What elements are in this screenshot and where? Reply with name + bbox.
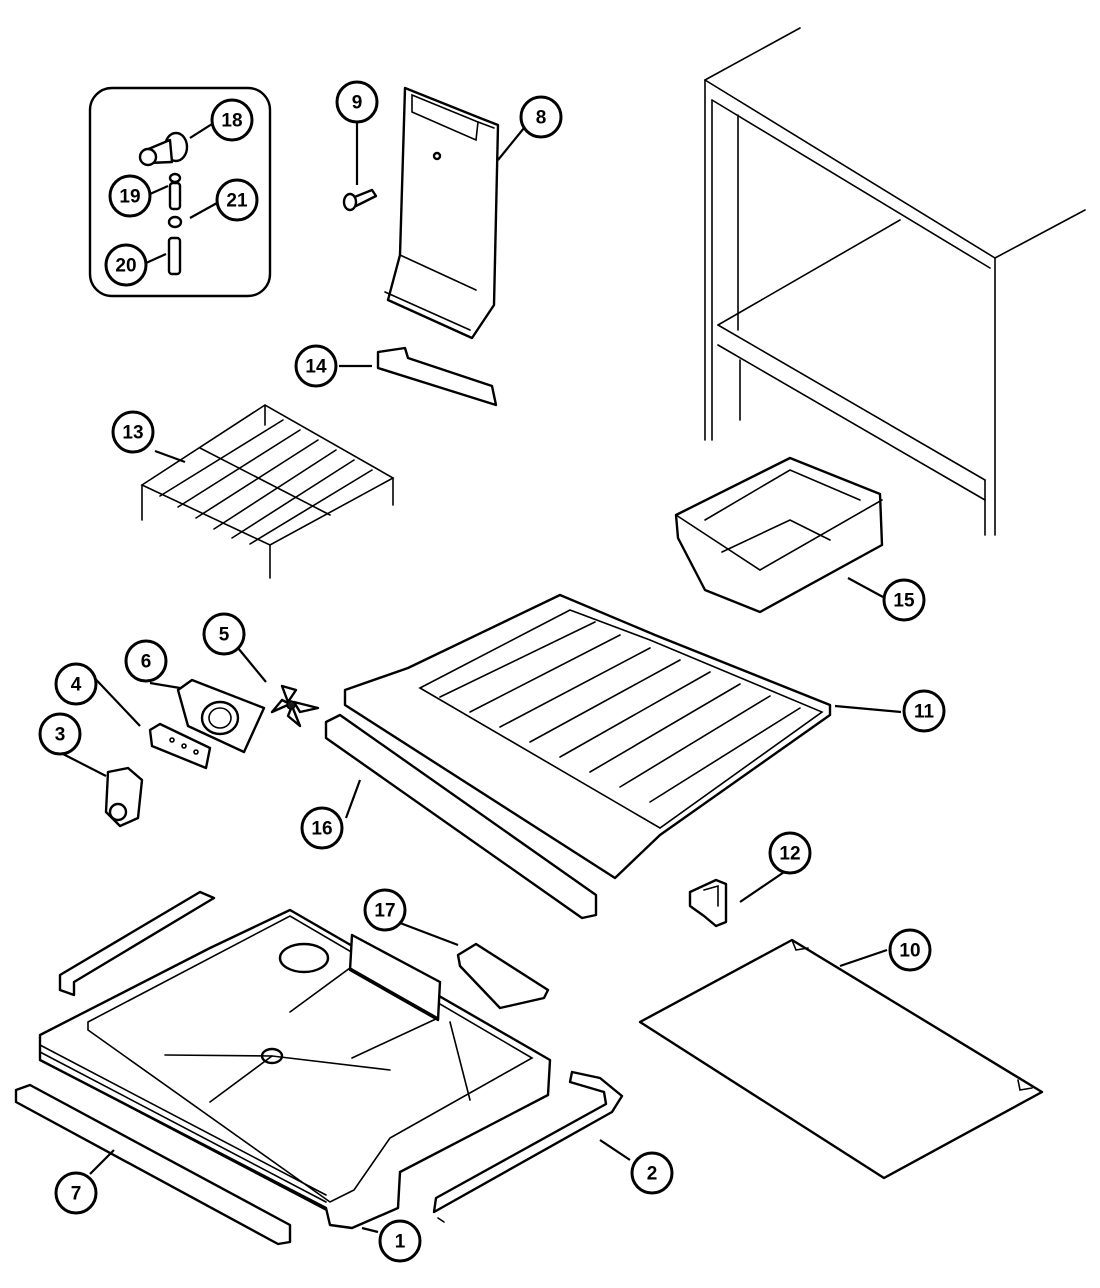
callout-13: 13 xyxy=(111,410,155,454)
callout-label: 1 xyxy=(395,1232,406,1253)
callout-label: 10 xyxy=(899,941,920,962)
callout-label: 14 xyxy=(305,357,327,378)
callout-19: 19 xyxy=(108,174,152,218)
valve-part-21 xyxy=(167,215,183,229)
base-panel-part-10 xyxy=(638,938,1044,1180)
callout-label: 15 xyxy=(893,591,915,612)
trim-strip-part-16 xyxy=(324,713,598,920)
callout-4: 4 xyxy=(54,662,98,706)
callout-label: 19 xyxy=(119,187,140,208)
callout-label: 9 xyxy=(352,93,363,114)
callout-label: 13 xyxy=(122,423,143,444)
callout-label: 20 xyxy=(115,256,136,277)
callout-10: 10 xyxy=(888,928,932,972)
rail-left-upper xyxy=(58,890,216,997)
callout-1: 1 xyxy=(378,1219,422,1263)
callout-label: 16 xyxy=(311,819,332,840)
cabinet-frame xyxy=(704,27,1086,536)
rail-front-part-7 xyxy=(14,1083,292,1246)
fan-shroud-part-6 xyxy=(176,678,266,754)
bracket-part-12 xyxy=(688,878,728,928)
crisper-bin-part-15 xyxy=(674,456,884,614)
callout-20: 20 xyxy=(104,243,148,287)
callout-9: 9 xyxy=(335,80,379,124)
callout-label: 2 xyxy=(647,1164,658,1185)
callout-21: 21 xyxy=(215,178,259,222)
wire-shelf-part-13 xyxy=(140,404,395,579)
callout-label: 21 xyxy=(226,191,248,212)
callout-label: 12 xyxy=(779,844,800,865)
callout-14: 14 xyxy=(294,344,338,388)
drip-tray-assembly xyxy=(38,908,552,1230)
callout-label: 17 xyxy=(374,901,395,922)
rail-side-part-2 xyxy=(432,1070,624,1223)
callout-label: 8 xyxy=(536,108,547,129)
callout-label: 7 xyxy=(71,1184,82,1205)
callout-16: 16 xyxy=(300,806,344,850)
callout-15: 15 xyxy=(882,578,926,622)
callout-3: 3 xyxy=(38,712,82,756)
callout-8: 8 xyxy=(519,95,563,139)
valve-part-20 xyxy=(167,236,182,276)
fan-blade-part-5 xyxy=(270,684,320,728)
panel-part-17 xyxy=(456,942,550,1010)
callout-5: 5 xyxy=(202,612,246,656)
callout-label: 6 xyxy=(141,652,152,673)
bracket-part-4 xyxy=(148,722,212,770)
motor-part-3 xyxy=(104,766,144,828)
callout-label: 4 xyxy=(71,675,82,696)
valve-part-18 xyxy=(138,131,189,167)
callout-12: 12 xyxy=(768,831,812,875)
callout-label: 18 xyxy=(221,111,242,132)
screw-part-9 xyxy=(342,188,378,212)
callout-18: 18 xyxy=(210,98,254,142)
callout-2: 2 xyxy=(630,1151,674,1195)
valve-part-19 xyxy=(168,172,182,211)
duct-cover-part-8 xyxy=(384,86,500,340)
callout-label: 5 xyxy=(219,625,230,646)
gasket-part-14 xyxy=(376,346,498,407)
callout-6: 6 xyxy=(124,639,168,683)
callout-7: 7 xyxy=(54,1171,98,1215)
callout-label: 3 xyxy=(55,725,66,746)
shelf-frame-part-11 xyxy=(343,593,832,880)
callout-label: 11 xyxy=(914,702,935,723)
callout-11: 11 xyxy=(902,689,946,733)
callout-17: 17 xyxy=(363,888,407,932)
